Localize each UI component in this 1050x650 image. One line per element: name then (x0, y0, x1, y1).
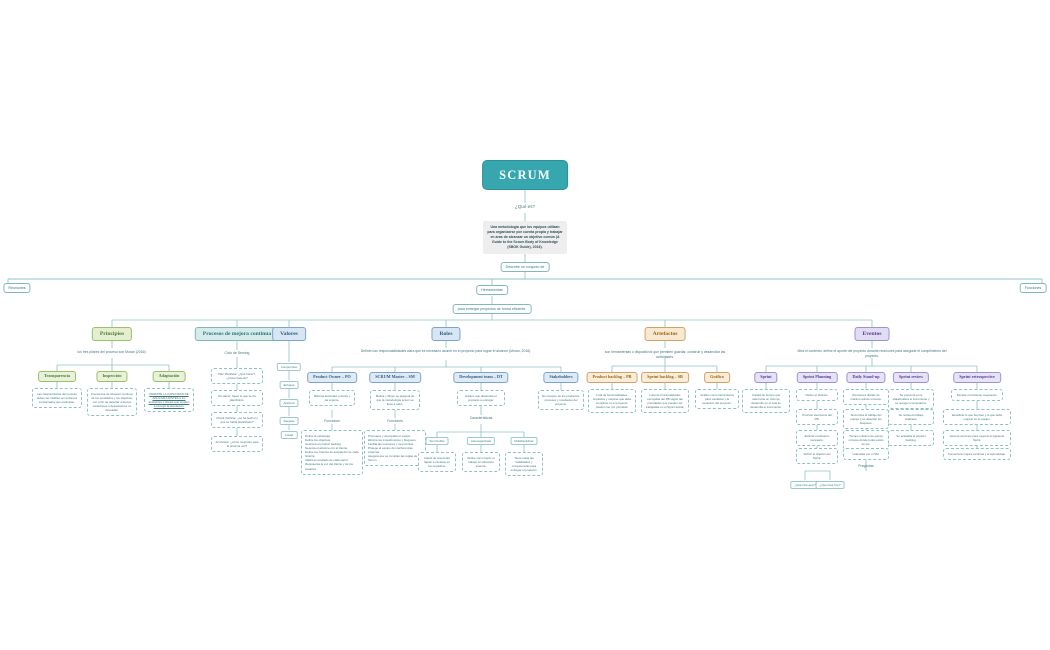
list-item: Representa la voz del cliente y de los u… (305, 462, 353, 471)
role-stakeholders[interactable]: Stakeholders (543, 372, 579, 383)
role-stakeholders-desc: Es receptor de los productos, procesos y… (538, 390, 584, 411)
evento-review-sub-2: Se actualiza el product backlog. (888, 430, 934, 447)
list-item: Valida el resultado de cada sprint. (305, 458, 349, 463)
valor-coraje[interactable]: Coraje (280, 431, 298, 440)
evento-daily-desc: Reuniones diarias de máximo quince minut… (843, 389, 889, 406)
valor-respeto[interactable]: Respeto (279, 417, 299, 426)
deming-step-do: Do Hacer: hacer lo que se ha planificado… (211, 390, 263, 407)
principio-adaptacion-desc: PERMITE LA CAPACIDAD DE APLICAR AJUSTES … (144, 388, 194, 413)
role-development-team-desc: Equipo que desarrolla el producto a entr… (457, 390, 505, 407)
principio-inspeccion-desc: Frecuencia de chequeo continuo de los re… (87, 388, 137, 417)
dt-char-flexible[interactable]: Son flexible (425, 437, 449, 446)
role-scrum-master-desc: Motiva y dirige; se asegura de que la me… (370, 390, 420, 411)
role-sm-funciones-list: Promueve y acompaña el equipo. Elimina l… (364, 430, 426, 467)
evento-daily-sub-1: Sincroniza el trabajo del equipo y se de… (843, 409, 889, 430)
list-item: Elimina los impedimentos y bloqueos. (368, 438, 417, 443)
daily-question-2[interactable]: ¿Qué haré hoy? (815, 481, 845, 490)
role-sm-funciones-label: Funciones (387, 419, 403, 423)
evento-sprint[interactable]: Sprint (754, 372, 778, 383)
category-principios[interactable]: Principios (91, 327, 133, 342)
dt-char-flexible-desc: Capaz de responder rápido a cambios en l… (418, 452, 456, 473)
dt-char-autoorganizado-desc: Define cómo hacer el trabajo sin direcci… (462, 452, 500, 473)
evento-daily-preguntas-label: Preguntas (858, 464, 874, 468)
role-po-funciones-list: Define la estrategia. Define los objetiv… (301, 430, 363, 475)
evento-sprint-review[interactable]: Sprint review (892, 372, 930, 383)
evento-sp-sub-2: Estimar el esfuerzo necesario. (796, 430, 838, 447)
list-item: Gestiona el product backlog. (305, 442, 342, 447)
artefacto-product-backlog[interactable]: Product backlog – PB (586, 372, 638, 383)
side-node-reuniones[interactable]: Reuniones (3, 283, 31, 294)
evento-sp-sub-3: Definir el objetivo del Sprint. (796, 448, 838, 465)
roles-note: Definen las responsabilidades clara que … (360, 349, 532, 353)
deming-step-plan: Plan Planificar: ¿Qué hacer?, ¿Cómo hace… (211, 368, 263, 385)
role-product-owner-desc: Máxima autoridad, prioriza y da soporte. (309, 390, 355, 407)
dt-char-multidisciplinar[interactable]: Multidisciplinar (510, 437, 538, 446)
purpose-node[interactable]: para entregar proyectos de forma eficien… (452, 304, 532, 315)
list-item: Facilita las reuniones y ceremonias. (368, 442, 414, 447)
list-item: Promueve y acompaña el equipo. (368, 434, 412, 438)
question-label: ¿Qué es? (514, 204, 536, 209)
role-scrum-master[interactable]: SCRUM Master – SM (369, 372, 421, 383)
evento-sprint-planning-desc: Define el alcance. (796, 389, 838, 402)
evento-retro-desc: Revisar el incidente mejorando. (951, 389, 1003, 402)
principios-note: los tres pilares del proceso son Moran (… (77, 350, 147, 354)
evento-review-desc: Se presenta a los stakeholders el increm… (888, 389, 934, 410)
evento-sprint-retrospective[interactable]: Sprint retrospective (953, 372, 1001, 383)
dt-char-autoorganizado[interactable]: Autoorganizado (466, 437, 496, 446)
evento-retro-sub-1: Identificar lo que fue bien y lo que deb… (943, 409, 1011, 426)
valor-enfoque[interactable]: Enfoque (279, 381, 299, 390)
dt-char-multidisciplinar-desc: Tiene todas las habilidades y competenci… (505, 452, 543, 477)
role-development-team[interactable]: Development team – DT (453, 372, 509, 383)
evento-retro-sub-2: Genera acciones para mejorar el siguient… (943, 430, 1011, 447)
valor-apertura[interactable]: Apertura (279, 399, 299, 408)
side-node-funciones[interactable]: Funciones (1019, 283, 1047, 294)
principio-inspeccion[interactable]: Inspección (96, 371, 128, 382)
role-po-funciones-label: Funciones (324, 419, 340, 423)
evento-review-sub-1: Se revisa el trabajo realizado. (888, 409, 934, 426)
category-procesos[interactable]: Procesos de mejora continua (194, 327, 280, 342)
artefactos-note: son herramientas o dispositivos que perm… (604, 350, 726, 359)
evento-daily-standup[interactable]: Daily Stand-up (846, 372, 886, 383)
list-item: Negocia el alcance con el cliente. (305, 446, 348, 451)
list-item: Asegura que se cumplan las reglas de Scr… (368, 454, 418, 463)
evento-sp-sub-1: Priorizar elementos del PB. (796, 409, 838, 426)
category-artefactos[interactable]: Artefactos (644, 327, 686, 342)
artefacto-grafico[interactable]: Gráfico (704, 372, 730, 383)
definition-box: Una metodología que los equipos utilizan… (483, 221, 567, 255)
role-product-owner[interactable]: Product Owner – PO (307, 372, 357, 383)
root-node[interactable]: SCRUM (482, 160, 568, 191)
procesos-note: Ciclo de Deming (224, 351, 250, 355)
category-valores[interactable]: Valores (272, 327, 306, 342)
list-item: Protege al equipo de interferencias exte… (368, 446, 413, 455)
describes-node[interactable]: Describe un conjunto de (500, 262, 550, 273)
eventos-note: Mira el contexto; define el aporte del p… (797, 349, 947, 358)
list-item: Define los criterios de aceptación de ca… (305, 450, 359, 459)
tools-node[interactable]: Herramientas (476, 285, 508, 296)
deming-step-act: Act Actuar: ¿cómo mejorarlo para la próx… (211, 436, 263, 453)
principio-adaptacion[interactable]: Adaptación (152, 371, 186, 382)
category-roles[interactable]: Roles (431, 327, 461, 342)
artefacto-grafico-desc: Gráfico como herramienta para visualizar… (695, 389, 739, 410)
list-item: Define los objetivos. (305, 438, 331, 443)
artefacto-sprint-backlog[interactable]: Sprint backlog – SB (641, 372, 689, 383)
principio-transparencia-desc: Las características del proceso deben se… (32, 388, 82, 409)
artefacto-product-backlog-desc: Lista de funcionalidades, requisitos y m… (588, 389, 636, 414)
evento-sprint-planning[interactable]: Sprint Planning (796, 372, 838, 383)
deming-step-check: Check Verificar: ¿se ha hecho lo que se … (211, 412, 263, 429)
evento-daily-sub-3: Lideradas por el SM. (843, 448, 889, 461)
principio-transparencia[interactable]: Transparencia (38, 371, 76, 382)
evento-sprint-desc: Unidad de tiempo que determina un ciclo … (742, 389, 790, 414)
list-item: Define la estrategia. (305, 434, 331, 438)
valor-compromiso[interactable]: Compromiso (276, 363, 302, 372)
artefacto-sprint-backlog-desc: Lista de funcionalidades escogidas del P… (641, 389, 689, 414)
role-dt-caracteristicas-label: Características (469, 416, 493, 420)
category-eventos[interactable]: Eventos (854, 327, 890, 342)
evento-retro-sub-3: Fomenta la mejora continua y el aprendiz… (943, 448, 1011, 461)
